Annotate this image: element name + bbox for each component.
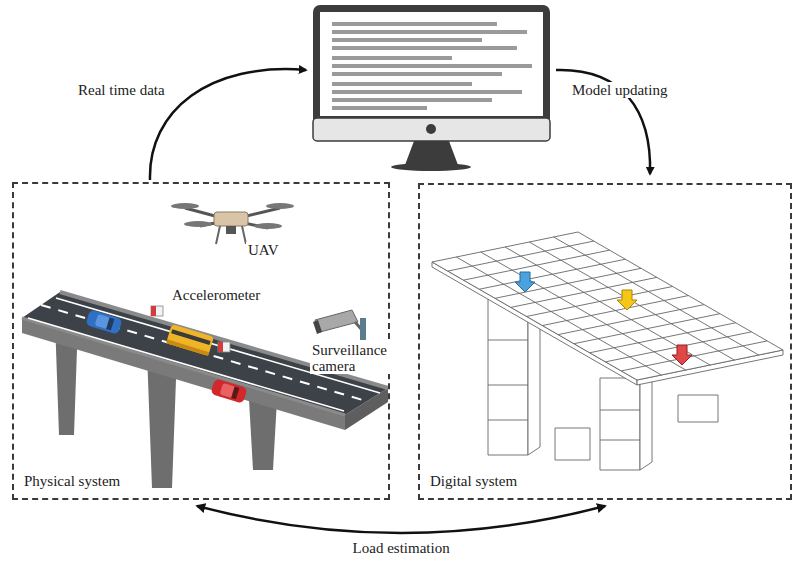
computer-monitor	[313, 5, 550, 171]
load-arrow-part	[515, 272, 535, 292]
flow-label: Model updating	[570, 82, 669, 98]
computer-monitor-part	[313, 118, 550, 141]
accelerometer-icon	[151, 306, 230, 352]
computer-monitor-part-part	[332, 30, 527, 34]
finite-element-model-part	[640, 370, 652, 470]
computer-monitor-part-part	[332, 106, 427, 110]
uav-drone-part	[226, 226, 236, 234]
connector-arrow	[197, 506, 605, 533]
computer-monitor-part	[391, 163, 471, 171]
computer-monitor-part-part	[332, 56, 452, 60]
computer-monitor-part	[426, 124, 436, 134]
finite-element-model-part	[555, 428, 590, 460]
flow-arrow	[556, 70, 650, 174]
dashed-system-box: Physical system	[12, 182, 390, 500]
computer-monitor-part-part	[332, 98, 492, 102]
system-label: Digital system	[428, 473, 519, 490]
device-label: UAV	[246, 242, 281, 258]
uav-drone-part	[254, 223, 282, 229]
bridge-illustration-part	[28, 318, 344, 411]
finite-element-model	[432, 232, 783, 470]
finite-element-model-part	[529, 242, 734, 360]
bridge-illustration-part	[56, 298, 380, 393]
accelerometer-icon-part	[151, 306, 156, 316]
red-car	[210, 378, 247, 403]
device-label: Surveillance camera	[310, 342, 398, 374]
computer-monitor-part-part	[332, 46, 517, 50]
blue-car	[85, 309, 122, 334]
bridge-illustration-part	[60, 292, 388, 388]
bridge-illustration	[22, 292, 388, 488]
finite-element-model-part	[505, 247, 710, 365]
yellow-bus	[166, 324, 214, 356]
surveillance-camera-part	[315, 310, 358, 332]
computer-monitor-part-part	[332, 64, 532, 68]
bridge-illustration-part	[41, 305, 366, 401]
load-arrow-part	[617, 290, 637, 310]
accelerometer-icon-part	[151, 306, 163, 316]
bridge-illustration-part	[22, 318, 345, 415]
surveillance-camera	[313, 310, 366, 340]
finite-element-model-part	[488, 340, 528, 341]
dashed-system-box: Digital system	[418, 183, 792, 500]
finite-element-model-part	[432, 232, 783, 380]
yellow-bus-part	[166, 339, 209, 356]
computer-monitor-part	[332, 22, 532, 110]
uav-drone-part	[184, 221, 212, 227]
computer-monitor-part	[313, 5, 550, 141]
computer-monitor-part-part	[332, 90, 522, 94]
finite-element-model-part	[600, 378, 640, 470]
flow-label: Real time data	[76, 82, 167, 98]
uav-drone-part	[242, 226, 246, 244]
finite-element-model-part	[488, 385, 528, 386]
device-label: Accelerometer	[170, 287, 262, 303]
uav-drone-part	[214, 212, 248, 226]
computer-monitor-part-part	[332, 72, 502, 76]
uav-drone-part	[266, 203, 294, 209]
finite-element-model-part	[554, 237, 759, 355]
finite-element-model-part	[678, 395, 718, 422]
blue-car-part	[106, 317, 114, 330]
computer-monitor-part-part	[332, 82, 472, 86]
bridge-illustration-part	[22, 292, 388, 415]
surveillance-camera-part	[313, 320, 322, 334]
finite-element-model-part	[481, 252, 686, 370]
finite-element-model-part	[488, 298, 528, 455]
surveillance-camera-part	[360, 318, 366, 340]
uav-drone	[171, 203, 294, 244]
finite-element-model-part	[456, 257, 661, 375]
computer-monitor-part	[320, 12, 543, 116]
accelerometer-icon-part	[218, 342, 230, 352]
uav-drone-part	[171, 203, 199, 209]
finite-element-model-part	[600, 410, 640, 411]
system-label: Physical system	[22, 473, 122, 490]
accelerometer-icon-part	[218, 342, 223, 352]
computer-monitor-part-part	[332, 22, 497, 26]
finite-element-model-part	[488, 420, 528, 421]
flow-arrow	[150, 69, 306, 180]
load-arrow-part	[672, 345, 692, 365]
yellow-bus-part	[166, 324, 214, 356]
blue-car-part	[85, 309, 122, 334]
red-car-part	[210, 378, 247, 403]
uav-drone-part	[216, 226, 220, 244]
load-arrow	[515, 272, 692, 365]
red-car-part	[231, 386, 239, 399]
computer-monitor-part	[405, 141, 458, 165]
edge-label: Load estimation	[350, 540, 453, 557]
computer-monitor-part-part	[332, 38, 482, 42]
finite-element-model-part	[600, 440, 640, 441]
